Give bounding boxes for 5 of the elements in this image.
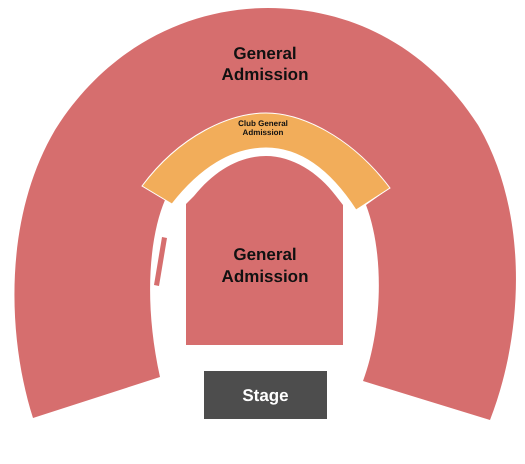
stage-block xyxy=(204,371,327,419)
section-label: Club General Admission xyxy=(237,119,289,137)
section-label: General Admission xyxy=(220,43,310,85)
section-label: General Admission xyxy=(220,244,310,288)
stage-label: Stage xyxy=(241,386,290,406)
